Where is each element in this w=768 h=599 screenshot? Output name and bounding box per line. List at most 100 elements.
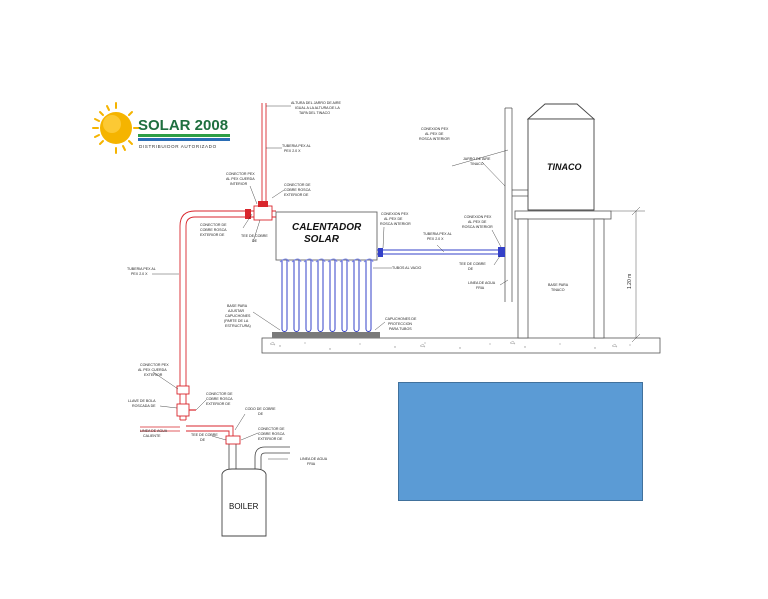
svg-text:AL PEX CUERDA: AL PEX CUERDA [138,368,167,372]
svg-text:DE: DE [252,239,258,243]
svg-text:PEX 2.0 X: PEX 2.0 X [427,237,444,241]
label-copper-tee-low: TEE DE COBRE [191,433,218,437]
svg-text:AL PEX DE: AL PEX DE [468,220,487,224]
ball-valve-icon [176,403,190,417]
svg-text:ROSCA INTERIOR: ROSCA INTERIOR [380,222,411,226]
svg-text:INTERIOR: INTERIOR [230,182,248,186]
label-connector-lower-ext: CONECTOR DE [206,392,233,396]
connector-fitting [245,209,251,219]
fittings [176,201,505,445]
label-air-jar-height: ALTURA DEL JARRO DE AIRE [291,101,342,105]
label-pex-connection-top: CONEXION PEX [421,127,449,131]
label-copper-tee-right: TEE DE COBRE [459,262,486,266]
svg-text:PROTECCION: PROTECCION [388,322,412,326]
svg-text:COBRE ROSCA: COBRE ROSCA [200,228,227,232]
svg-text:EXTERIOR: EXTERIOR [144,373,163,377]
height-dimension: 1.20 m [627,274,633,289]
water-tank: TINACO 1.20 m [514,103,645,343]
label-tank-base: BASE PARA [548,283,569,287]
svg-text:ESTRUCTURA): ESTRUCTURA) [225,324,251,328]
label-connector-copper-ext-2: CONECTOR DE [200,223,227,227]
svg-text:ROSCA INTERIOR: ROSCA INTERIOR [419,137,450,141]
svg-text:AJUSTAR: AJUSTAR [228,309,245,313]
label-ball-valve: LLAVE DE BOLA [128,399,156,403]
label-copper-elbow: CODO DE COBRE [245,407,276,411]
logo-stripe-green [138,134,230,137]
cold-water-pipe [377,249,505,255]
svg-text:ROSCADA DE: ROSCADA DE [132,404,156,408]
svg-text:COBRE ROSCA: COBRE ROSCA [284,188,311,192]
svg-text:PEX 2.0 X: PEX 2.0 X [131,272,148,276]
svg-text:EXTERIOR DE: EXTERIOR DE [258,437,283,441]
tube-caps-base [272,332,380,338]
label-vacuum-tubes: TUBOS AL VACIO [392,266,422,270]
svg-text:AL PEX DE: AL PEX DE [384,217,403,221]
boiler-label: BOILER [229,502,259,511]
svg-text:EXTERIOR DE: EXTERIOR DE [200,233,225,237]
label-caps-protection: CAPUCHONES DE [385,317,417,321]
label-pex-connection: CONEXION PEX [381,212,409,216]
label-connector-copper-low: CONECTOR DE [258,427,285,431]
annotation-labels: ALTURA DEL JARRO DE AIRE IGUAL A LA ALTU… [127,101,569,466]
svg-text:FRIA: FRIA [307,462,316,466]
svg-text:AL PEX CUERDA: AL PEX CUERDA [226,177,255,181]
air-vent-pipe [261,103,267,209]
svg-text:ROSCA INTERIOR: ROSCA INTERIOR [462,225,493,229]
label-connector-copper-ext: CONECTOR DE [284,183,311,187]
vacuum-tubes [279,258,374,332]
label-pipe-pex-top: TUBERIA PEX AL [282,144,311,148]
boiler: BOILER [221,468,267,537]
svg-text:DE: DE [468,267,474,271]
hot-line-out [140,426,180,432]
svg-text:DE: DE [200,438,206,442]
tank-riser [504,107,528,302]
solar-heater: CALENTADOR SOLAR [272,211,380,338]
sun-icon [92,102,140,154]
svg-text:EXTERIOR DE: EXTERIOR DE [206,402,231,406]
svg-text:TINACO: TINACO [551,288,565,292]
label-pipe-pex-left: TUBERIA PEX AL [127,267,156,271]
svg-text:PARA TUBOS: PARA TUBOS [389,327,412,331]
svg-text:COBRE ROSCA: COBRE ROSCA [206,397,233,401]
tee-fitting-right [498,247,505,257]
ground-slab [261,337,661,354]
boiler-inlet-pipe [228,444,290,469]
label-cold-line-low: LINEA DE AGUA [300,457,328,461]
svg-text:COBRE ROSCA: COBRE ROSCA [258,432,285,436]
blue-overlay-box [398,382,643,501]
leader-lines [152,105,509,460]
label-cold-line-right: LINEA DE AGUA [468,281,496,285]
pex-connector-fitting [378,248,383,257]
svg-text:(PARTE DE LA: (PARTE DE LA [224,319,249,323]
svg-text:CAPUCHONES: CAPUCHONES [225,314,251,318]
label-connector-ext: CONECTOR PEX [140,363,169,367]
svg-text:TINACO: TINACO [470,162,484,166]
svg-text:FRIA: FRIA [476,286,485,290]
logo-name: SOLAR 2008 [138,117,228,134]
label-air-jar-tank: JARRO DE AIRE [463,157,491,161]
logo-stripe-blue [138,138,230,141]
svg-text:PEX 2.0 X: PEX 2.0 X [284,149,301,153]
label-base-adjust: BASE PARA [227,304,248,308]
svg-text:AL PEX DE: AL PEX DE [425,132,444,136]
connector-fitting [258,201,268,207]
solar-2008-logo: SOLAR 2008 DISTRIBUIDOR AUTORIZADO [92,102,230,154]
pex-connector-low [176,385,190,395]
svg-text:CALIENTE: CALIENTE [143,434,161,438]
copper-tee-fitting [253,205,273,221]
heater-title-1: CALENTADOR [292,222,362,233]
tank-label: TINACO [547,162,582,172]
label-hot-line: LINEA DE AGUA [140,429,168,433]
svg-text:EXTERIOR DE: EXTERIOR DE [284,193,309,197]
svg-text:TAPA DEL TINACO: TAPA DEL TINACO [299,111,330,115]
copper-tee-low [225,435,241,445]
heater-title-2: SOLAR [304,234,340,245]
label-copper-tee: TEE DE COBRE [241,234,268,238]
svg-text:IGUAL A LA ALTURA DE LA: IGUAL A LA ALTURA DE LA [295,106,340,110]
heater-tank [275,211,378,261]
logo-tagline: DISTRIBUIDOR AUTORIZADO [139,144,217,149]
label-pipe-pex-mid: TUBERIA PEX AL [423,232,452,236]
label-connector-thread-int: CONECTOR PEX [226,172,255,176]
